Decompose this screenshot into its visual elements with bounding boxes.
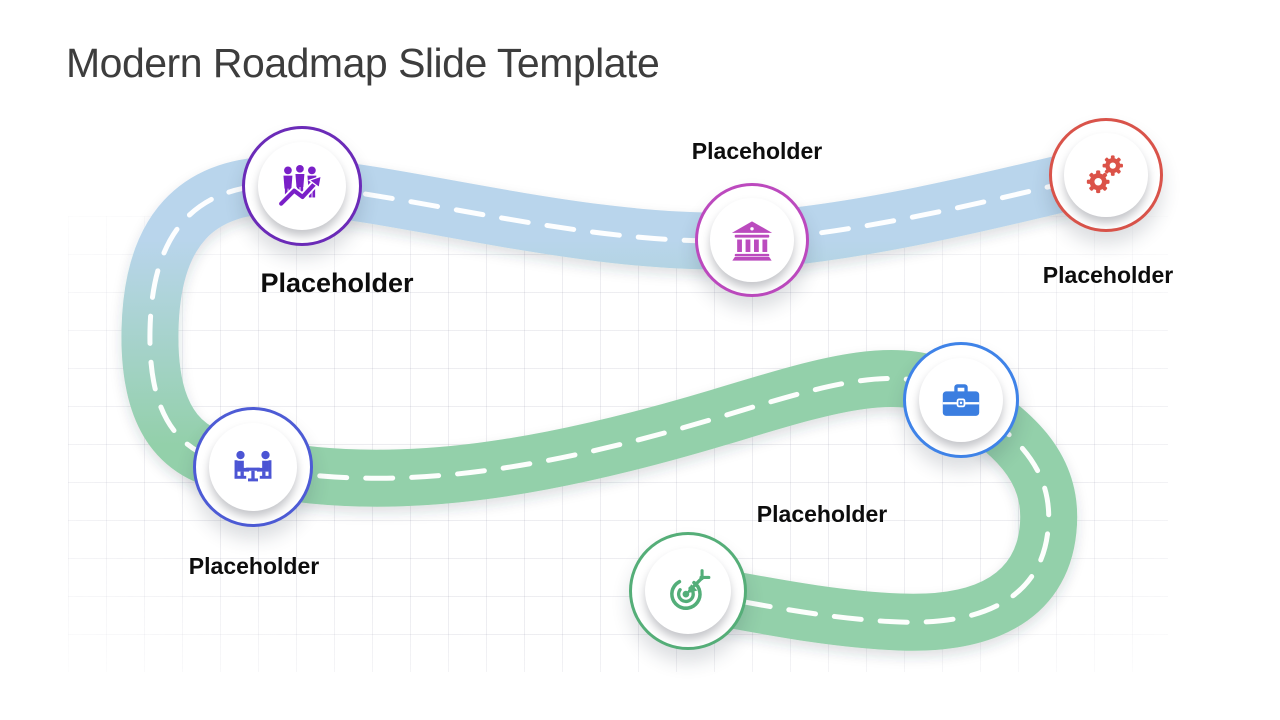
milestone-label-gears: Placeholder bbox=[1042, 262, 1174, 288]
milestone-disc bbox=[918, 357, 1004, 443]
milestone-team-growth bbox=[242, 126, 362, 246]
slide-title: Modern Roadmap Slide Template bbox=[66, 40, 660, 86]
milestone-label-meeting: Placeholder bbox=[188, 553, 320, 579]
milestone-gears bbox=[1049, 118, 1163, 232]
road-center-dashed-line bbox=[147, 167, 1121, 625]
milestone-label-target: Placeholder bbox=[756, 501, 888, 527]
milestone-briefcase bbox=[903, 342, 1019, 458]
milestone-disc bbox=[710, 198, 794, 282]
milestone-target bbox=[629, 532, 747, 650]
milestone-disc bbox=[644, 547, 732, 635]
gears-icon bbox=[1086, 155, 1123, 194]
bank-icon bbox=[731, 221, 773, 261]
milestone-label-team-growth: Placeholder bbox=[260, 268, 414, 298]
milestone-disc bbox=[258, 142, 346, 230]
team-growth-icon bbox=[277, 164, 323, 208]
milestone-disc bbox=[1064, 133, 1148, 217]
briefcase-icon bbox=[942, 384, 980, 416]
meeting-icon bbox=[234, 450, 272, 482]
milestone-meeting bbox=[193, 407, 313, 527]
target-icon bbox=[670, 569, 711, 610]
milestone-disc bbox=[209, 423, 297, 511]
milestone-bank bbox=[695, 183, 809, 297]
milestone-label-bank: Placeholder bbox=[691, 138, 823, 164]
